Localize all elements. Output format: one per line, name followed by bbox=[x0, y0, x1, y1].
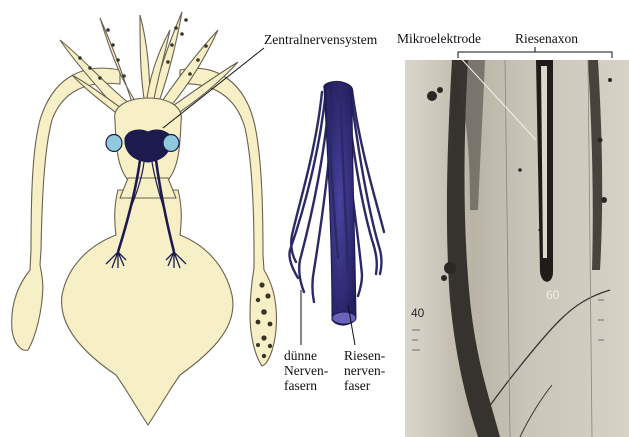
nerve-bundle-illustration bbox=[289, 81, 384, 345]
giant-fiber-label-line-2: nerven- bbox=[344, 363, 385, 378]
thin-fibers-label-line-3: fasern bbox=[284, 378, 328, 393]
giant-fiber-cross-section bbox=[332, 312, 356, 324]
electrode-label: Mikroelektrode bbox=[397, 31, 481, 46]
axon-label: Riesenaxon bbox=[515, 31, 578, 46]
giant-fiber-label-line-3: faser bbox=[344, 378, 385, 393]
giant-fiber-label: Riesen- nerven- faser bbox=[344, 348, 385, 393]
squid-illustration bbox=[12, 12, 277, 425]
giant-fiber-label-line-1: Riesen- bbox=[344, 348, 385, 363]
squid-neck bbox=[120, 178, 176, 198]
micrograph-photo bbox=[405, 47, 629, 437]
left-eye bbox=[106, 135, 122, 152]
scale-mark-60: 60 bbox=[546, 288, 559, 302]
axon-bracket bbox=[458, 47, 612, 58]
thin-fibers-label-line-2: Nerven- bbox=[284, 363, 328, 378]
thin-fibers-label-line-1: dünne bbox=[284, 348, 328, 363]
squid-mantle bbox=[62, 190, 233, 425]
cns-label: Zentralnervensystem bbox=[264, 32, 377, 47]
scale-mark-40: 40 bbox=[411, 306, 424, 320]
right-eye bbox=[163, 135, 179, 152]
thin-fibers-label: dünne Nerven- fasern bbox=[284, 348, 328, 393]
